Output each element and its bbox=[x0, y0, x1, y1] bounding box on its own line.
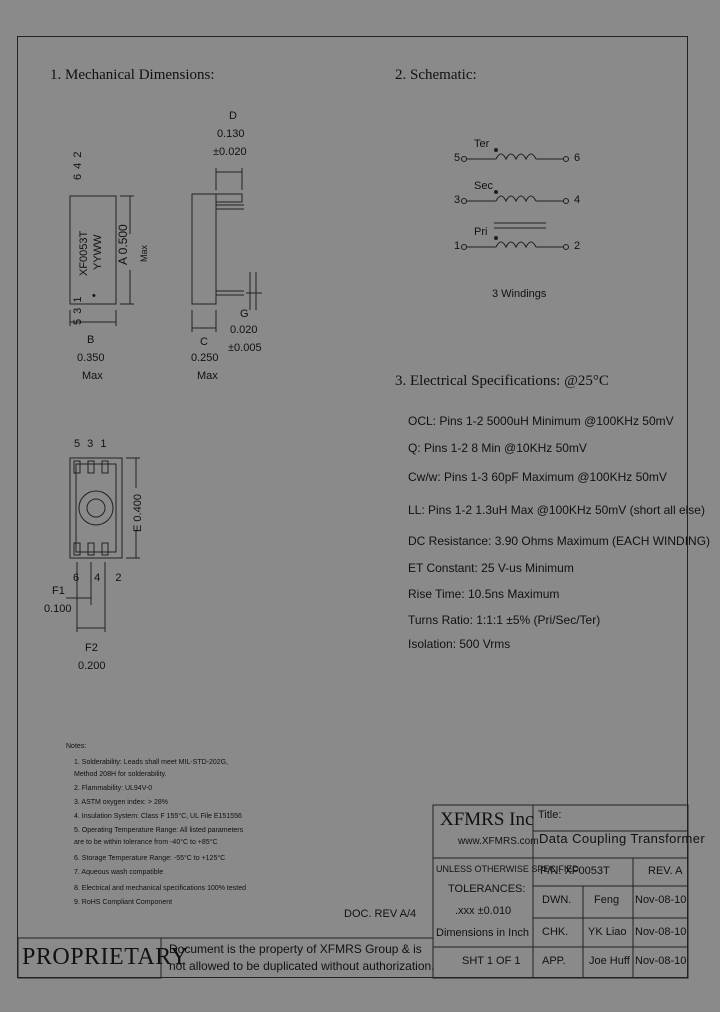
pri-label: Pri bbox=[474, 226, 488, 238]
dim-f1-label: F1 bbox=[52, 585, 65, 597]
app-label: APP. bbox=[542, 955, 566, 967]
drawing-frame bbox=[17, 36, 688, 978]
note-5b: are to be within tolerance from -40°C to… bbox=[74, 839, 218, 846]
title-label: Title: bbox=[538, 809, 562, 821]
company-name: XFMRS Inc bbox=[440, 809, 534, 830]
dim-b-value: 0.350 bbox=[77, 352, 105, 364]
chk-label: CHK. bbox=[542, 926, 569, 938]
chk-name: YK Liao bbox=[588, 926, 627, 938]
note-7: 7. Aqueous wash compatible bbox=[74, 869, 164, 876]
spec-isolation: Isolation: 500 Vrms bbox=[408, 637, 511, 651]
dim-b-max: Max bbox=[82, 370, 103, 382]
app-name: Joe Huff bbox=[589, 955, 630, 967]
top-view-body bbox=[69, 195, 117, 305]
doc-rev: DOC. REV A/4 bbox=[344, 908, 417, 920]
note-3: 3. ASTM oxygen index: > 28% bbox=[74, 799, 168, 806]
tolerance-value: .xxx ±0.010 bbox=[455, 905, 512, 917]
mechanical-heading: 1. Mechanical Dimensions: bbox=[50, 67, 215, 83]
proprietary-label: PROPRIETARY bbox=[22, 944, 189, 970]
dim-b-label: B bbox=[87, 334, 95, 346]
note-8: 8. Electrical and mechanical specificati… bbox=[74, 885, 246, 892]
dim-f2-value: 0.200 bbox=[78, 660, 106, 672]
note-6: 6. Storage Temperature Range: -55°C to +… bbox=[74, 855, 226, 862]
company-website: www.XFMRS.com bbox=[458, 836, 539, 847]
revision: REV. A bbox=[648, 865, 683, 877]
dwn-date: Nov-08-10 bbox=[635, 894, 687, 906]
dim-d-tol: ±0.020 bbox=[213, 146, 247, 158]
spec-turns: Turns Ratio: 1:1:1 ±5% (Pri/Sec/Ter) bbox=[408, 613, 601, 627]
spec-dcr: DC Resistance: 3.90 Ohms Maximum (EACH W… bbox=[408, 534, 711, 548]
app-date: Nov-08-10 bbox=[635, 955, 687, 967]
title-value: Data Coupling Transformer bbox=[539, 831, 706, 846]
note-9: 9. RoHS Compliant Component bbox=[74, 899, 173, 906]
electrical-heading: 3. Electrical Specifications: @25°C bbox=[395, 373, 609, 389]
pin-4: 4 bbox=[574, 194, 581, 206]
dim-c-max: Max bbox=[197, 370, 218, 382]
pin-6: 6 bbox=[574, 152, 581, 164]
note-2: 2. Flammability: UL94V-0 bbox=[74, 785, 153, 792]
spec-ocl: OCL: Pins 1-2 5000uH Minimum @100KHz 50m… bbox=[408, 414, 674, 428]
bottom-view-body bbox=[69, 457, 123, 559]
pin-1: 1 bbox=[454, 240, 461, 252]
dim-c-label: C bbox=[200, 336, 208, 348]
dim-f2-label: F2 bbox=[85, 642, 98, 654]
note-4: 4. Insulation System: Class F 155°C, UL … bbox=[74, 813, 242, 820]
sec-label: Sec bbox=[474, 180, 493, 192]
proprietary-line-2: not allowed to be duplicated without aut… bbox=[169, 959, 435, 973]
dim-f1-value: 0.100 bbox=[44, 603, 72, 615]
spec-q: Q: Pins 1-2 8 Min @10KHz 50mV bbox=[408, 441, 587, 455]
windings-label: 3 Windings bbox=[492, 288, 547, 300]
dim-g-tol: ±0.005 bbox=[228, 342, 262, 354]
dimensions-unit: Dimensions in Inch bbox=[436, 927, 529, 939]
spec-cww: Cw/w: Pins 1-3 60pF Maximum @100KHz 50mV bbox=[408, 470, 667, 484]
sheet-number: SHT 1 OF 1 bbox=[462, 955, 521, 967]
dim-c-value: 0.250 bbox=[191, 352, 219, 364]
spec-ll: LL: Pins 1-2 1.3uH Max @100KHz 50mV (sho… bbox=[408, 503, 705, 517]
spec-et: ET Constant: 25 V-us Minimum bbox=[408, 561, 574, 575]
proprietary-line-1: Document is the property of XFMRS Group … bbox=[169, 942, 422, 956]
dim-d-label: D bbox=[229, 110, 237, 122]
dwn-label: DWN. bbox=[542, 894, 572, 906]
side-view-body bbox=[191, 193, 217, 305]
note-1b: Method 208H for solderability. bbox=[74, 771, 167, 778]
dim-d-value: 0.130 bbox=[217, 128, 245, 140]
bottom-view-bottom-pins: 6 4 2 bbox=[73, 572, 128, 584]
notes-title: Notes: bbox=[66, 743, 87, 750]
tolerances-label: TOLERANCES: bbox=[448, 883, 526, 895]
pin-3: 3 bbox=[454, 194, 461, 206]
dim-g-label: G bbox=[240, 308, 249, 320]
pin-5: 5 bbox=[454, 152, 461, 164]
spec-rise: Rise Time: 10.5ns Maximum bbox=[408, 587, 560, 601]
pin-2: 2 bbox=[574, 240, 581, 252]
dim-g-value: 0.020 bbox=[230, 324, 258, 336]
dwn-name: Feng bbox=[594, 894, 620, 906]
pin1-dot: • bbox=[92, 290, 96, 302]
ter-label: Ter bbox=[474, 138, 490, 150]
bottom-view-top-pins: 5 3 1 bbox=[74, 438, 109, 450]
schematic-heading: 2. Schematic: bbox=[395, 67, 477, 83]
chk-date: Nov-08-10 bbox=[635, 926, 687, 938]
unless-specified: UNLESS OTHERWISE SPECIFIED bbox=[436, 864, 579, 874]
part-number: P/N: XF0053T bbox=[540, 865, 610, 877]
note-1a: 1. Solderability: Leads shall meet MIL-S… bbox=[74, 759, 229, 766]
note-5a: 5. Operating Temperature Range: All list… bbox=[74, 827, 244, 834]
